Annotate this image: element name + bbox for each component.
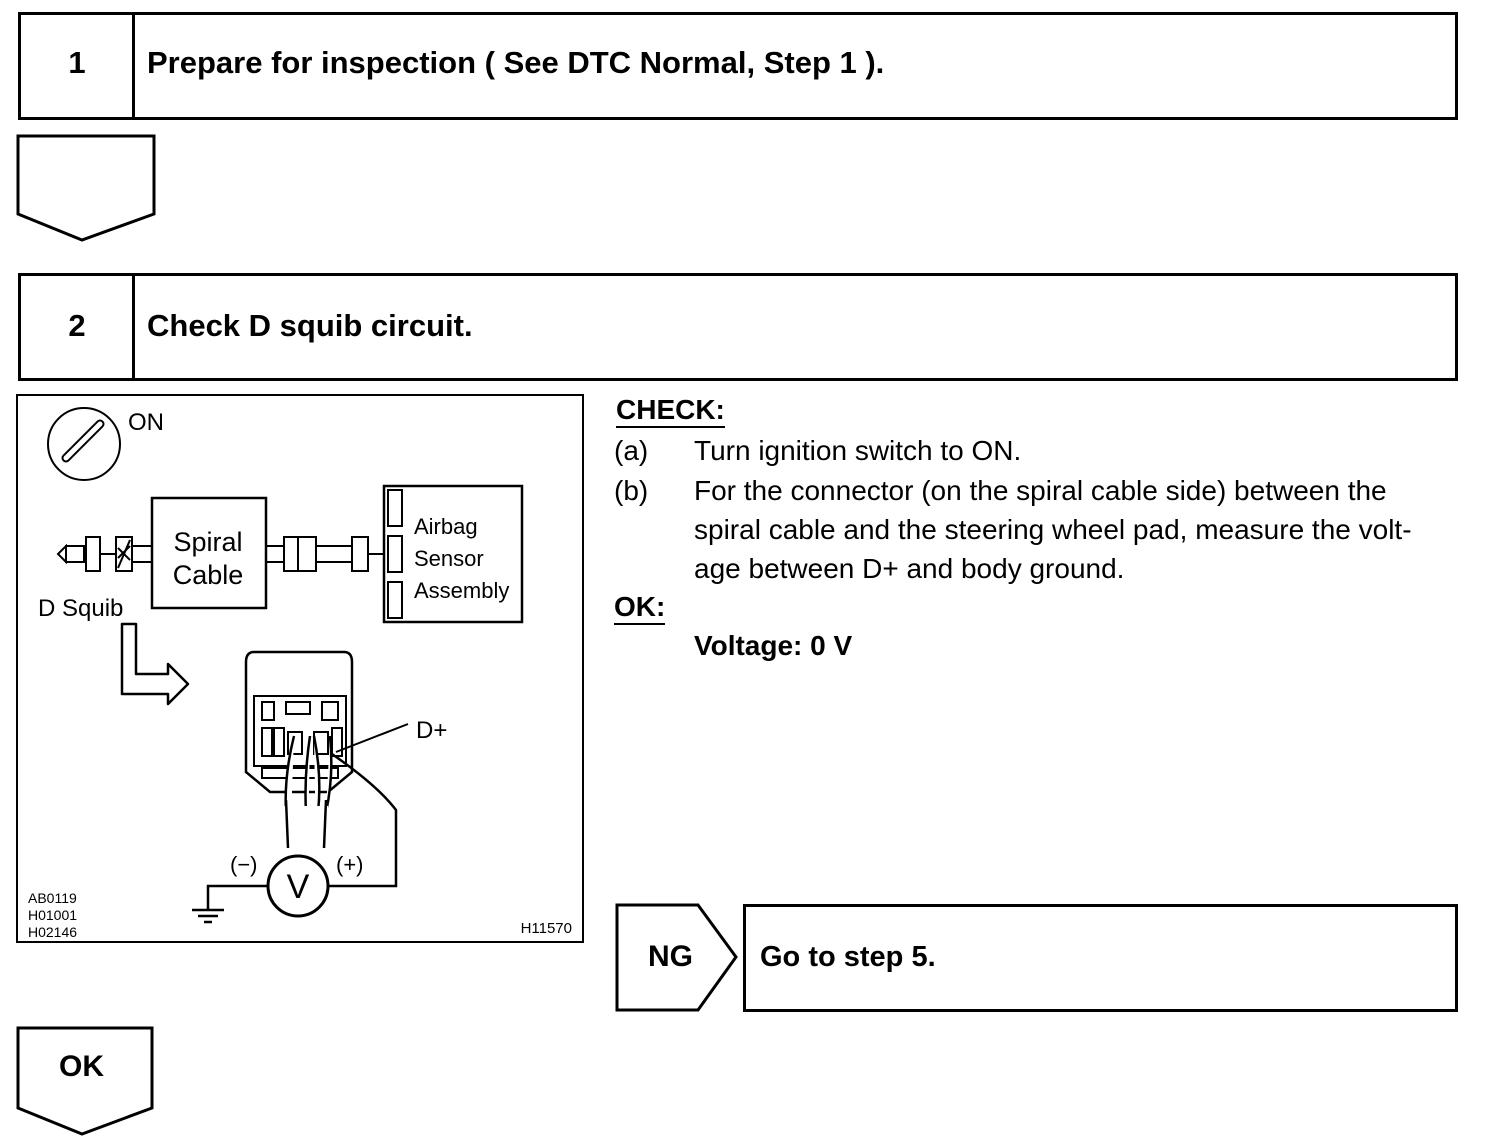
step-1-number: 1 — [68, 45, 86, 80]
ok-heading-text: OK: — [614, 591, 666, 625]
airbag-sensor-box — [382, 484, 524, 624]
ng-tag — [615, 903, 738, 1012]
d-plus-leader — [335, 723, 409, 753]
ref-code-2: H01001 — [28, 907, 77, 923]
step-1-divider — [132, 15, 135, 117]
ng-action-box: Go to step 5. — [743, 904, 1458, 1012]
ok-arrow-label: OK — [59, 1050, 104, 1083]
check-heading: CHECK: — [616, 394, 725, 428]
ok-spec: Voltage: 0 V — [694, 630, 853, 661]
check-item-b-line-1: For the connector (on the spiral cable s… — [694, 475, 1387, 506]
circuit-figure: ON D Squib Spiral Cable — [16, 394, 584, 943]
negative-lead — [206, 884, 268, 910]
check-item-b-marker: (b) — [614, 475, 649, 506]
ignition-on-label: ON — [128, 409, 164, 436]
ref-code-3: H02146 — [28, 924, 77, 940]
step-2-divider — [132, 276, 135, 378]
ng-action-text: Go to step 5. — [760, 941, 936, 973]
check-heading-text: CHECK: — [616, 394, 725, 428]
spiral-cable-label-2: Cable — [173, 560, 244, 590]
figure-code: H11570 — [521, 920, 572, 937]
check-item-a-text: Turn ignition switch to ON. — [694, 435, 1022, 466]
sensor-pins-icon — [387, 489, 403, 619]
check-item-b-line-3: age between D+ and body ground. — [694, 553, 1125, 584]
voltmeter-symbol: V — [287, 868, 310, 906]
squib-connector-icon — [56, 536, 152, 572]
d-plus-label: D+ — [416, 717, 447, 744]
step-1-title: Prepare for inspection ( See DTC Normal,… — [147, 45, 885, 80]
ok-heading: OK: — [614, 591, 666, 625]
ok-arrow-icon — [16, 1026, 154, 1136]
plus-label: (+) — [336, 852, 364, 877]
step-1-header: 1 Prepare for inspection ( See DTC Norma… — [18, 12, 1458, 120]
sensor-label-2: Sensor — [414, 546, 484, 571]
d-squib-label: D Squib — [38, 595, 123, 622]
probe-leads-icon — [284, 735, 333, 854]
step-2-title: Check D squib circuit. — [147, 308, 473, 343]
ground-icon — [192, 908, 224, 924]
view-arrow-icon — [120, 622, 190, 706]
ng-label: NG — [648, 940, 693, 973]
sensor-connector-icon — [266, 536, 384, 572]
minus-label: (−) — [230, 852, 258, 877]
spiral-cable-box — [150, 496, 268, 610]
sensor-label-1: Airbag — [414, 514, 478, 539]
step-2-header: 2 Check D squib circuit. — [18, 273, 1458, 381]
ref-code-1: AB0119 — [28, 890, 77, 906]
sensor-label-3: Assembly — [414, 578, 509, 603]
step-2-number: 2 — [68, 308, 86, 343]
positive-lead — [328, 752, 398, 888]
continue-arrow-icon — [16, 134, 156, 242]
check-item-a-marker: (a) — [614, 435, 649, 466]
voltmeter-icon: V — [266, 854, 330, 918]
connector-face-icon — [244, 650, 354, 794]
ignition-switch-icon — [47, 407, 121, 481]
spiral-cable-label-1: Spiral — [173, 527, 242, 557]
check-item-b-line-2: spiral cable and the steering wheel pad,… — [694, 514, 1412, 545]
